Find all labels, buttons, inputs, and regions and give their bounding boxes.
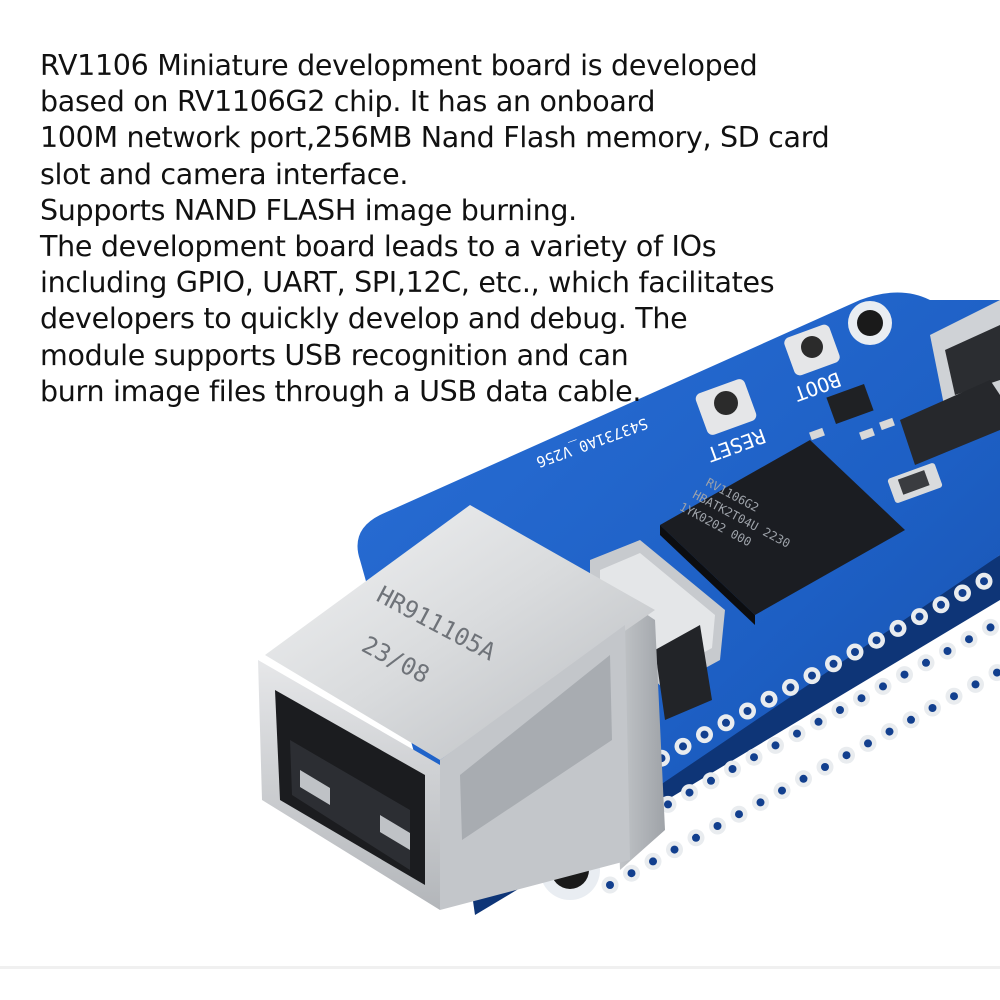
description-line: RV1106 Miniature development board is de… [40,49,758,82]
main-chip [660,440,905,615]
description-line: 100M network port,256MB Nand Flash memor… [40,121,830,155]
rj45-connector: HR911105A 23/08 [258,505,665,910]
description-line: The development board leads to a variety… [40,230,717,264]
bottom-divider [0,966,1000,969]
description-line: based on RV1106G2 chip. It has an onboar… [40,85,656,119]
description-line: developers to quickly develop and debug.… [40,302,688,336]
description-line: slot and camera interface. [40,157,409,191]
description-block: RV1106 Miniature development board is de… [40,48,940,410]
description-line: including GPIO, UART, SPI,12C, etc., whi… [40,266,775,300]
description-line: burn image files through a USB data cabl… [40,374,642,408]
description-line: module supports USB recognition and can [40,338,629,372]
gpio-header [601,572,1000,894]
description-line: Supports NAND FLASH image burning. [40,193,577,227]
